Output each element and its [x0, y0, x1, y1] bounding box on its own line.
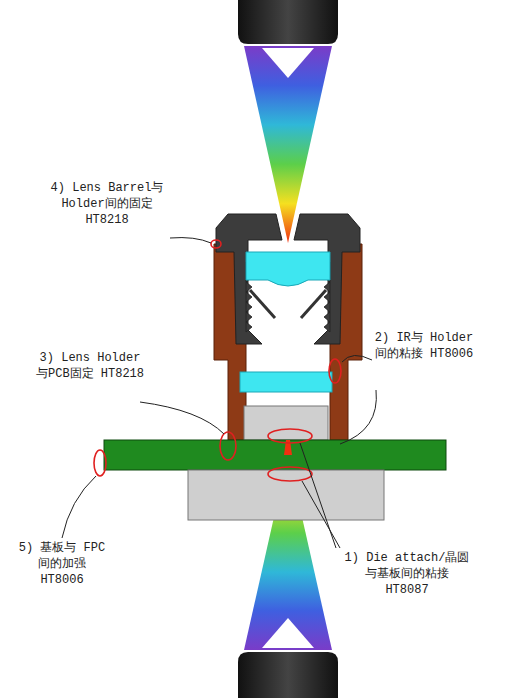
leader-line — [140, 402, 224, 434]
leader-line — [340, 390, 376, 444]
glue-mark — [94, 450, 106, 476]
callout-note: 1) Die attach/晶圆 与基板间的粘接 HT8087 — [342, 550, 472, 598]
pcb-substrate — [104, 440, 446, 470]
leader-line — [62, 476, 96, 538]
beam-core — [262, 618, 314, 648]
callout-note: 4) Lens Barrel与 Holder间的固定 HT8218 — [46, 180, 168, 228]
glue-mark — [268, 467, 312, 481]
glue-mark — [220, 432, 236, 460]
leader-line — [170, 238, 211, 243]
light-source — [238, 0, 338, 44]
lens — [246, 252, 330, 286]
fpc-stiffener — [188, 470, 384, 520]
callout-note: 3) Lens Holder 与PCB固定 HT8218 — [36, 350, 144, 382]
beam-core — [262, 48, 314, 78]
callout-note: 2) IR与 Holder 间的粘接 HT8006 — [372, 330, 476, 362]
leader-line — [302, 481, 340, 548]
glue-mark — [329, 359, 341, 383]
glue-mark — [211, 240, 221, 248]
light-beam — [244, 46, 332, 243]
ir-filter — [240, 372, 332, 392]
light-source — [238, 652, 338, 698]
callout-note: 5) 基板与 FPC间的加强 HT8006 — [16, 540, 108, 588]
glue-mark — [268, 429, 312, 443]
leader-line — [342, 355, 372, 362]
sensor-die — [244, 406, 328, 440]
